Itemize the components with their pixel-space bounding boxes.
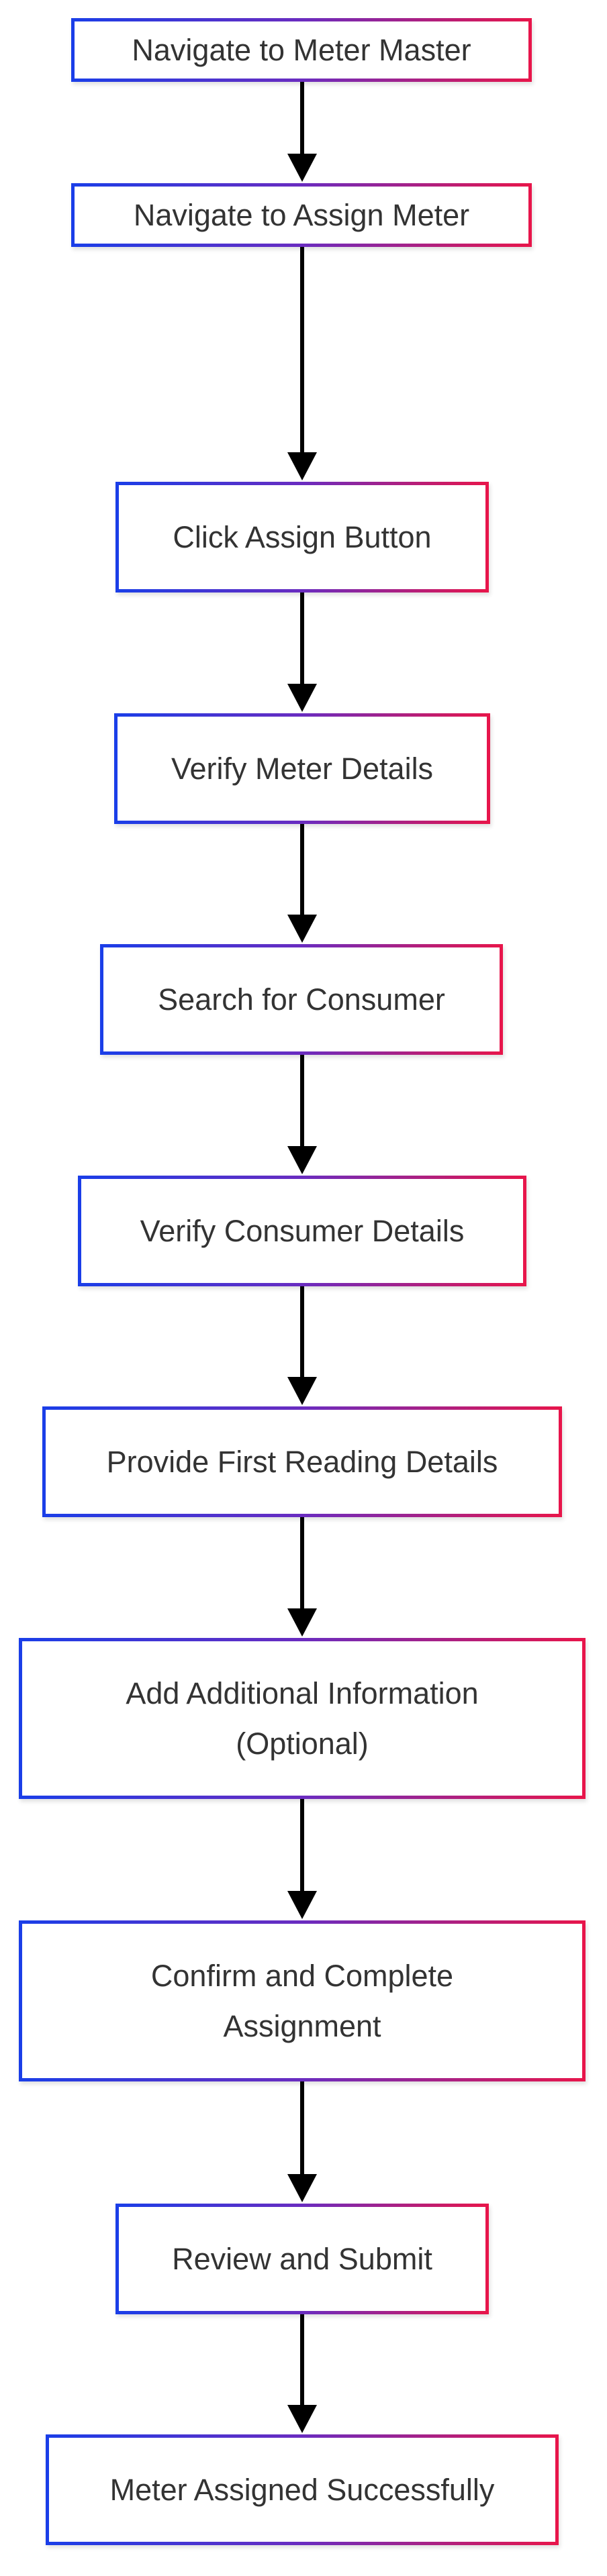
step-label-10: Review and Submit [172,2242,432,2276]
arrow-down-icon [287,1608,317,1637]
step-box-3: Click Assign Button [115,482,489,593]
step-box-11: Meter Assigned Successfully [46,2434,559,2545]
step-label-3: Click Assign Button [173,520,432,554]
step-label-2: Navigate to Assign Meter [133,198,470,232]
step-box-1: Navigate to Meter Master [71,18,532,82]
step-box-4: Verify Meter Details [114,713,490,824]
step-label-11: Meter Assigned Successfully [109,2473,495,2507]
arrow-down-icon [287,915,317,943]
arrow-down-icon [287,1377,317,1405]
step-label-8: Add Additional Information (Optional) [126,1676,479,1761]
step-box-5: Search for Consumer [100,944,503,1055]
step-label-7: Provide First Reading Details [106,1445,498,1479]
arrow-down-icon [287,452,317,480]
arrow-down-icon [287,1891,317,1919]
arrow-down-icon [287,684,317,712]
arrow-down-icon [287,1146,317,1174]
step-box-7: Provide First Reading Details [42,1406,562,1517]
step-box-2: Navigate to Assign Meter [71,183,532,247]
step-label-1: Navigate to Meter Master [132,33,471,67]
step-box-9: Confirm and Complete Assignment [19,1920,586,2081]
step-box-6: Verify Consumer Details [78,1176,526,1286]
step-label-9: Confirm and Complete Assignment [150,1959,454,2043]
arrow-down-icon [287,2405,317,2433]
step-label-6: Verify Consumer Details [140,1214,465,1248]
step-box-8: Add Additional Information (Optional) [19,1638,586,1799]
arrow-down-icon [287,154,317,182]
step-box-10: Review and Submit [115,2204,489,2314]
arrow-down-icon [287,2174,317,2202]
step-label-4: Verify Meter Details [171,752,434,786]
step-label-5: Search for Consumer [158,982,445,1017]
